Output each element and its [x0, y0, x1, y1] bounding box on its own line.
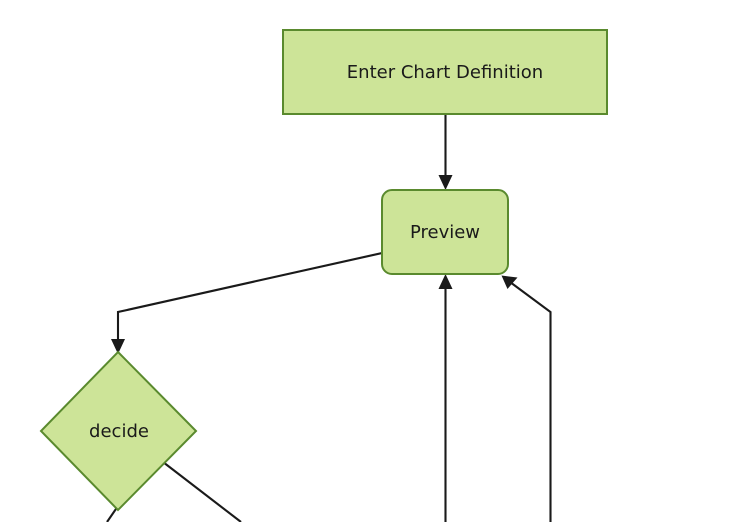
- edge-line: [162, 461, 242, 522]
- node-decide[interactable]: decide: [39, 350, 198, 512]
- edge-preview-to-decide: [111, 251, 383, 354]
- edge-bottom-center-to-preview: [438, 274, 453, 522]
- node-shape-rectangle[interactable]: [282, 29, 608, 115]
- arrowhead-up-left-icon: [501, 275, 518, 289]
- edge-line: [116, 251, 383, 345]
- arrowhead-down-icon: [438, 175, 453, 190]
- edge-enter-to-preview: [438, 114, 453, 190]
- edge-bottom-right-to-preview: [501, 275, 552, 522]
- edge-line: [509, 281, 552, 522]
- node-shape-rounded-rectangle[interactable]: [381, 189, 509, 275]
- node-shape-diamond[interactable]: [39, 350, 198, 512]
- node-enter-chart-definition[interactable]: Enter Chart Definition: [282, 29, 608, 115]
- arrowhead-down-icon: [111, 339, 125, 354]
- edge-decide-right-out: [162, 461, 242, 522]
- arrowhead-up-icon: [438, 274, 453, 289]
- node-preview[interactable]: Preview: [381, 189, 509, 275]
